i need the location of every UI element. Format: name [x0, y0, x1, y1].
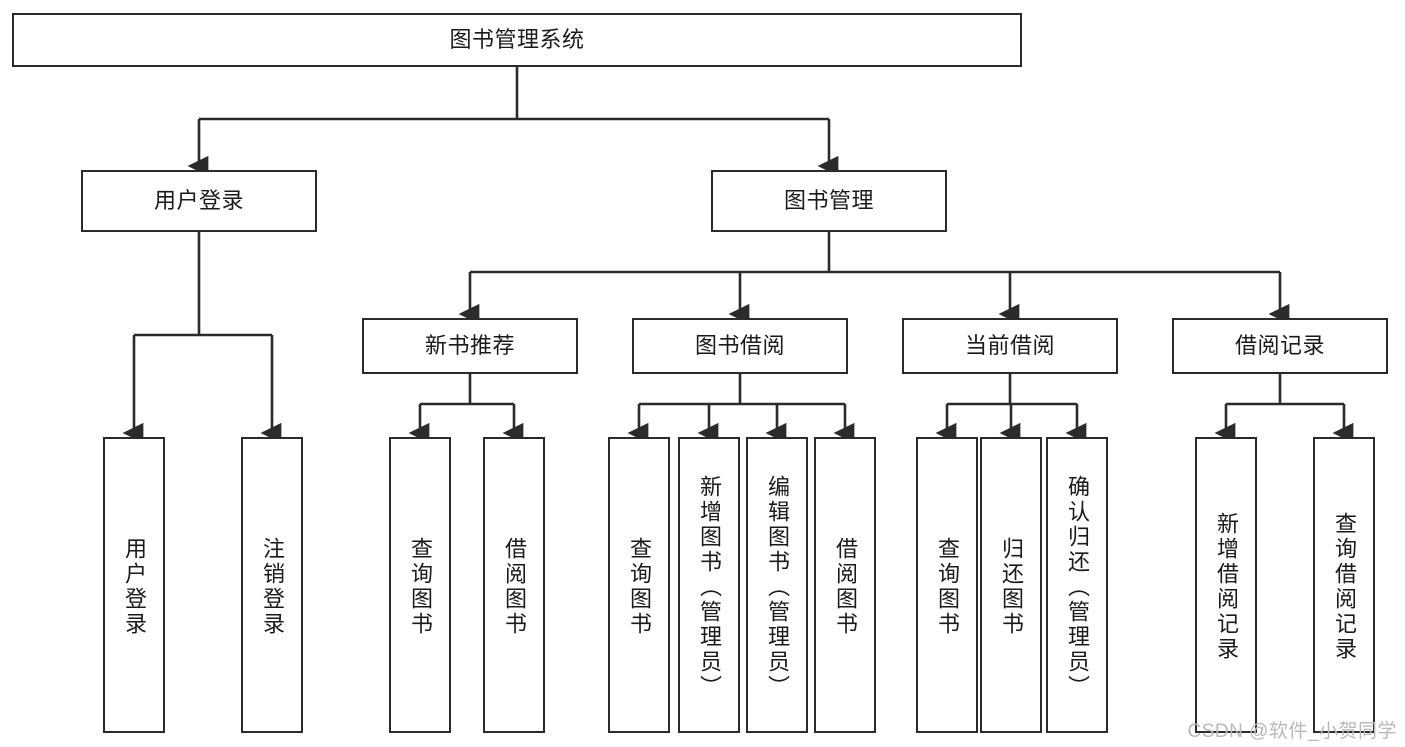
node-leaf-borrow-book-2[interactable]: 借阅图书 [814, 437, 876, 733]
watermark-text: CSDN @软件_小贺同学 [1187, 721, 1397, 742]
node-leaf-borrow-book-2-label: 借阅图书 [833, 537, 858, 637]
node-leaf-edit-book-label: 编辑图书（管理员） [765, 474, 790, 700]
node-leaf-user-login[interactable]: 用户登录 [103, 437, 165, 733]
node-leaf-edit-book[interactable]: 编辑图书（管理员） [746, 437, 808, 733]
node-leaf-add-record[interactable]: 新增借阅记录 [1195, 437, 1257, 733]
node-current-borrow[interactable]: 当前借阅 [902, 318, 1118, 374]
node-root[interactable]: 图书管理系统 [12, 13, 1022, 67]
node-current-borrow-label: 当前借阅 [964, 333, 1055, 359]
node-leaf-query-record[interactable]: 查询借阅记录 [1313, 437, 1375, 733]
node-leaf-borrow-book-1[interactable]: 借阅图书 [483, 437, 545, 733]
node-leaf-add-record-label: 新增借阅记录 [1214, 512, 1239, 662]
node-leaf-query-book-2[interactable]: 查询图书 [608, 437, 670, 733]
node-leaf-return-book-label: 归还图书 [999, 537, 1024, 637]
node-leaf-borrow-book-1-label: 借阅图书 [502, 537, 527, 637]
node-leaf-user-login-label: 用户登录 [122, 537, 147, 637]
node-book-borrow-label: 图书借阅 [694, 333, 785, 359]
node-book-manage[interactable]: 图书管理 [711, 170, 947, 232]
node-book-manage-label: 图书管理 [783, 188, 874, 214]
node-leaf-query-book-3[interactable]: 查询图书 [916, 437, 978, 733]
node-borrow-record-label: 借阅记录 [1234, 333, 1325, 359]
node-leaf-query-book-2-label: 查询图书 [627, 537, 652, 637]
node-book-borrow[interactable]: 图书借阅 [632, 318, 848, 374]
node-leaf-return-book[interactable]: 归还图书 [980, 437, 1042, 733]
node-borrow-record[interactable]: 借阅记录 [1172, 318, 1388, 374]
node-leaf-user-logout-label: 注销登录 [260, 537, 285, 637]
node-leaf-add-book[interactable]: 新增图书（管理员） [678, 437, 740, 733]
node-new-book-rec-label: 新书推荐 [424, 333, 515, 359]
node-root-label: 图书管理系统 [449, 27, 585, 53]
node-user-login[interactable]: 用户登录 [81, 170, 317, 232]
node-leaf-query-book-1-label: 查询图书 [408, 537, 433, 637]
node-user-login-label: 用户登录 [153, 188, 244, 214]
node-leaf-add-book-label: 新增图书（管理员） [697, 474, 722, 700]
node-leaf-query-book-3-label: 查询图书 [935, 537, 960, 637]
node-leaf-query-book-1[interactable]: 查询图书 [389, 437, 451, 733]
node-leaf-query-record-label: 查询借阅记录 [1332, 512, 1357, 662]
node-leaf-confirm-return[interactable]: 确认归还（管理员） [1046, 437, 1108, 733]
node-leaf-user-logout[interactable]: 注销登录 [241, 437, 303, 733]
node-leaf-confirm-return-label: 确认归还（管理员） [1065, 474, 1090, 700]
node-new-book-rec[interactable]: 新书推荐 [362, 318, 578, 374]
